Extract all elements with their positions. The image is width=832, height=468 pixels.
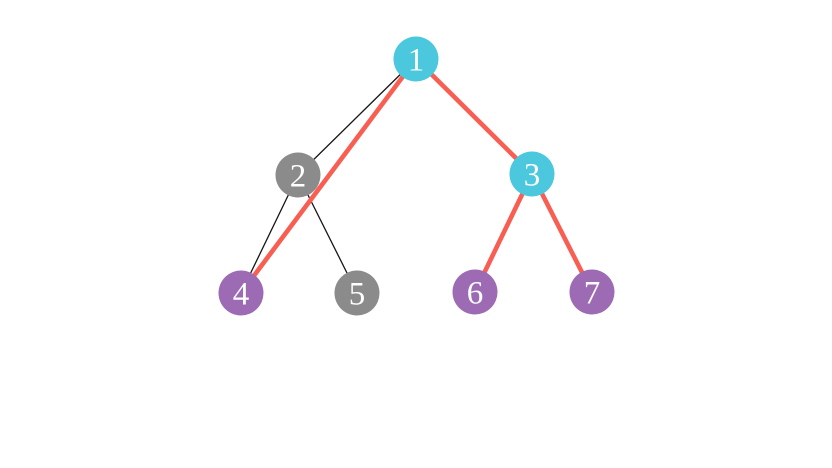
node-circle-6 [452,269,498,315]
edge-1-4-highlighted [238,56,419,296]
node-3: 3 [509,151,555,197]
node-circle-5 [334,270,380,316]
edge-1-2 [297,58,417,176]
node-7: 7 [569,269,615,315]
node-2: 2 [275,152,321,198]
node-circle-3 [509,151,555,197]
node-1: 1 [393,36,439,82]
edge-1-3-highlighted [413,56,535,177]
node-5: 5 [334,270,380,316]
node-6: 6 [452,269,498,315]
node-circle-4 [218,270,264,316]
node-4: 4 [218,270,264,316]
node-circle-7 [569,269,615,315]
node-circle-2 [275,152,321,198]
node-circle-1 [393,36,439,82]
